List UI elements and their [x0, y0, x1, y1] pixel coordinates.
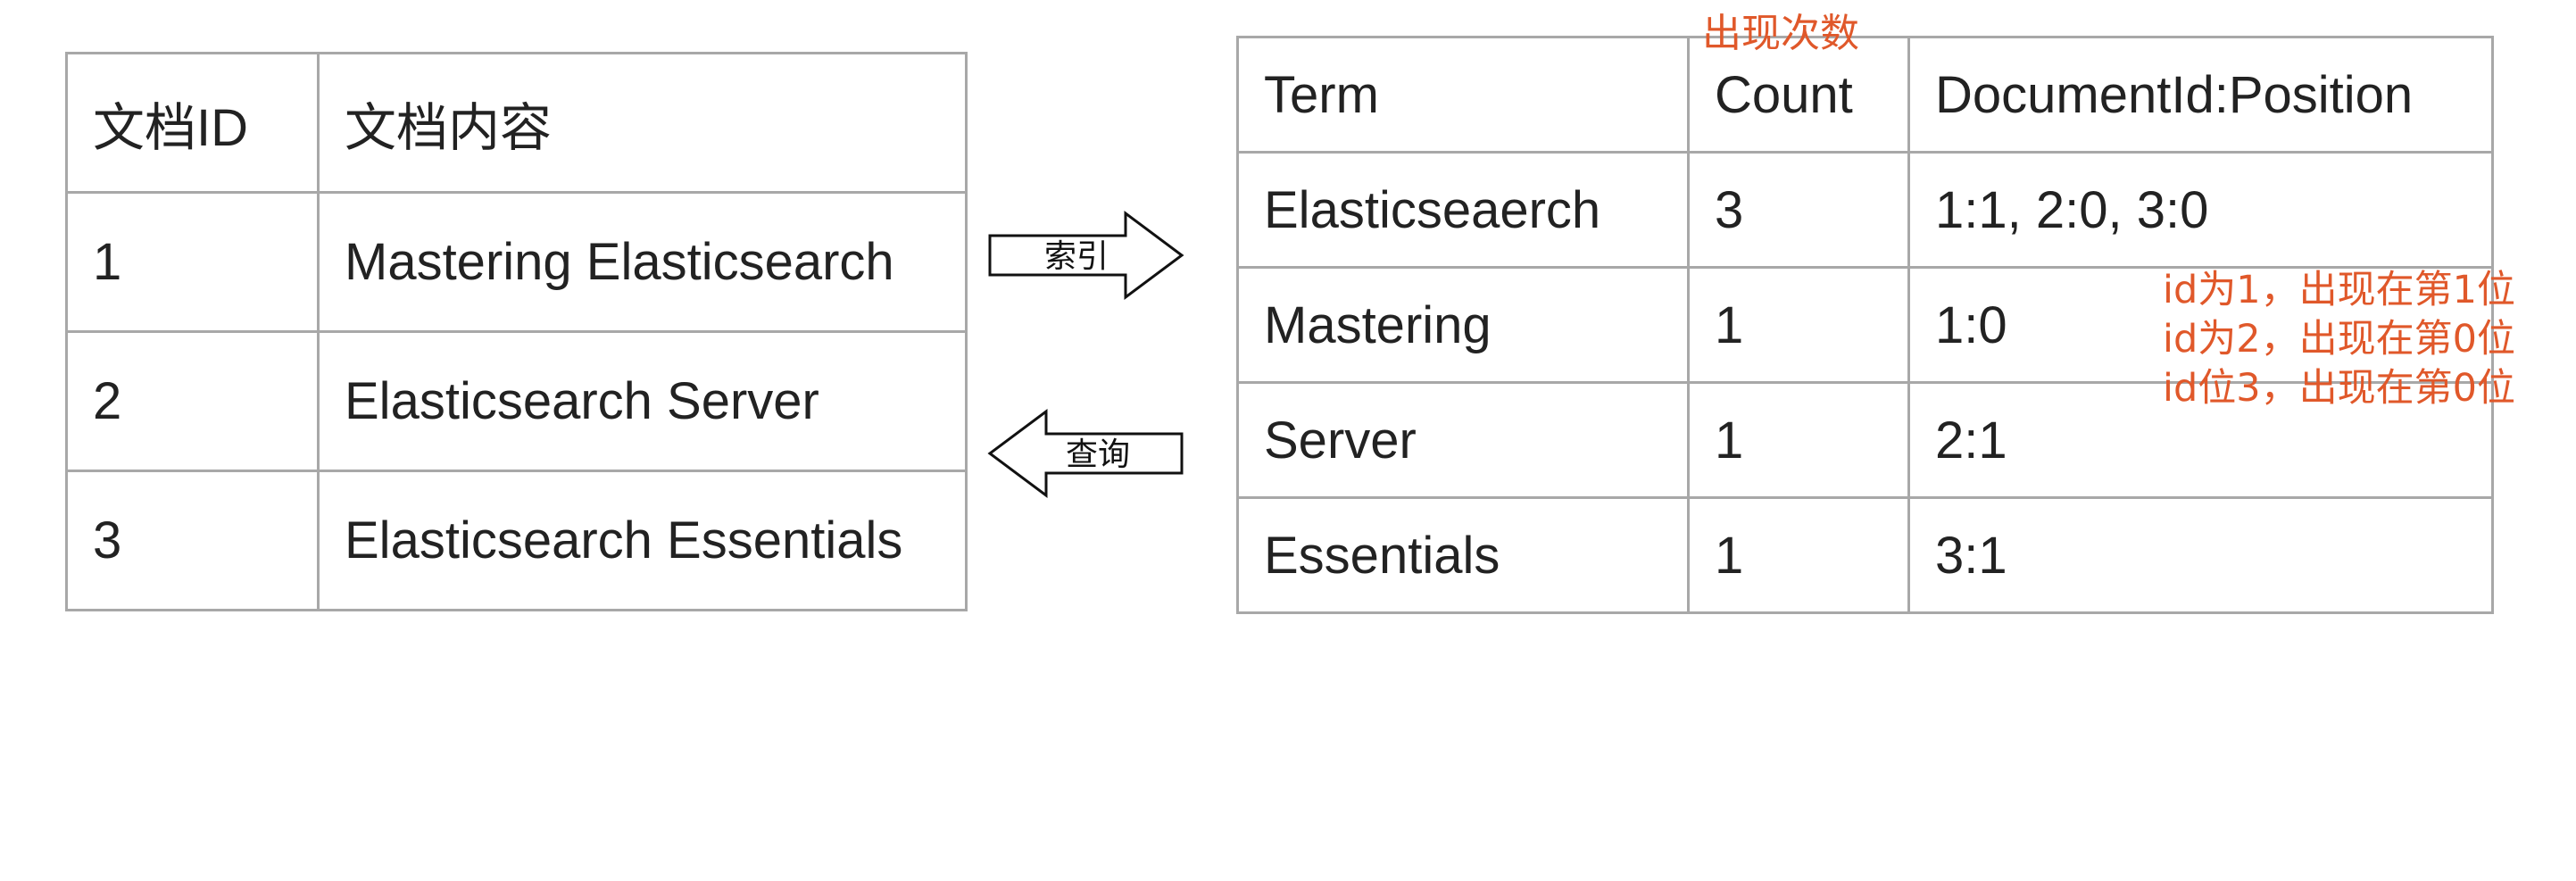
count-cell: 1 — [1687, 381, 1910, 499]
position-note: id为1，出现在第1位 — [2163, 268, 2515, 312]
term-cell: Elasticseaerch — [1236, 151, 1690, 269]
left-arrow-icon — [987, 409, 1184, 498]
header-term: Term — [1236, 36, 1690, 154]
positions-cell: 3:1 — [1907, 496, 2494, 614]
doc-id-cell: 1 — [65, 191, 320, 333]
position-note: id为2，出现在第0位 — [2163, 317, 2515, 362]
count-cell: 1 — [1687, 266, 1910, 384]
index-arrow-label: 索引 — [1044, 238, 1109, 275]
doc-content-cell: Mastering Elasticsearch — [317, 191, 968, 333]
table-row: Elasticseaerch 3 1:1, 2:0, 3:0 — [1236, 151, 2494, 269]
term-cell: Mastering — [1236, 266, 1690, 384]
position-note: id位3，出现在第0位 — [2163, 366, 2515, 411]
count-cell: 3 — [1687, 151, 1910, 269]
right-arrow-icon — [988, 211, 1184, 300]
header-count: Count — [1687, 36, 1910, 154]
index-arrow: 索引 — [988, 211, 1184, 300]
table-row: 3 Elasticsearch Essentials — [65, 470, 968, 611]
table-header-row: 文档ID 文档内容 — [65, 52, 968, 194]
table-row: Mastering 1 1:0 — [1236, 266, 2494, 384]
positions-cell: 2:1 — [1907, 381, 2494, 499]
doc-content-cell: Elasticsearch Essentials — [317, 470, 968, 611]
header-doc-content: 文档内容 — [317, 52, 968, 194]
table-row: 1 Mastering Elasticsearch — [65, 191, 968, 333]
doc-id-cell: 3 — [65, 470, 320, 611]
table-header-row: Term Count DocumentId:Position — [1236, 36, 2494, 154]
document-table: 文档ID 文档内容 1 Mastering Elasticsearch 2 El… — [65, 52, 968, 611]
term-cell: Essentials — [1236, 496, 1690, 614]
count-cell: 1 — [1687, 496, 1910, 614]
doc-content-cell: Elasticsearch Server — [317, 330, 968, 472]
table-row: 2 Elasticsearch Server — [65, 330, 968, 472]
table-row: Server 1 2:1 — [1236, 381, 2494, 499]
header-positions: DocumentId:Position — [1907, 36, 2494, 154]
query-arrow: 查询 — [987, 409, 1184, 498]
table-row: Essentials 1 3:1 — [1236, 496, 2494, 614]
doc-id-cell: 2 — [65, 330, 320, 472]
count-annotation: 出现次数 — [1702, 11, 1859, 56]
positions-cell: 1:1, 2:0, 3:0 — [1907, 151, 2494, 269]
positions-cell: 1:0 — [1907, 266, 2494, 384]
header-doc-id: 文档ID — [65, 52, 320, 194]
term-cell: Server — [1236, 381, 1690, 499]
inverted-index-table: Term Count DocumentId:Position Elasticse… — [1236, 36, 2494, 614]
query-arrow-label: 查询 — [1066, 436, 1130, 473]
